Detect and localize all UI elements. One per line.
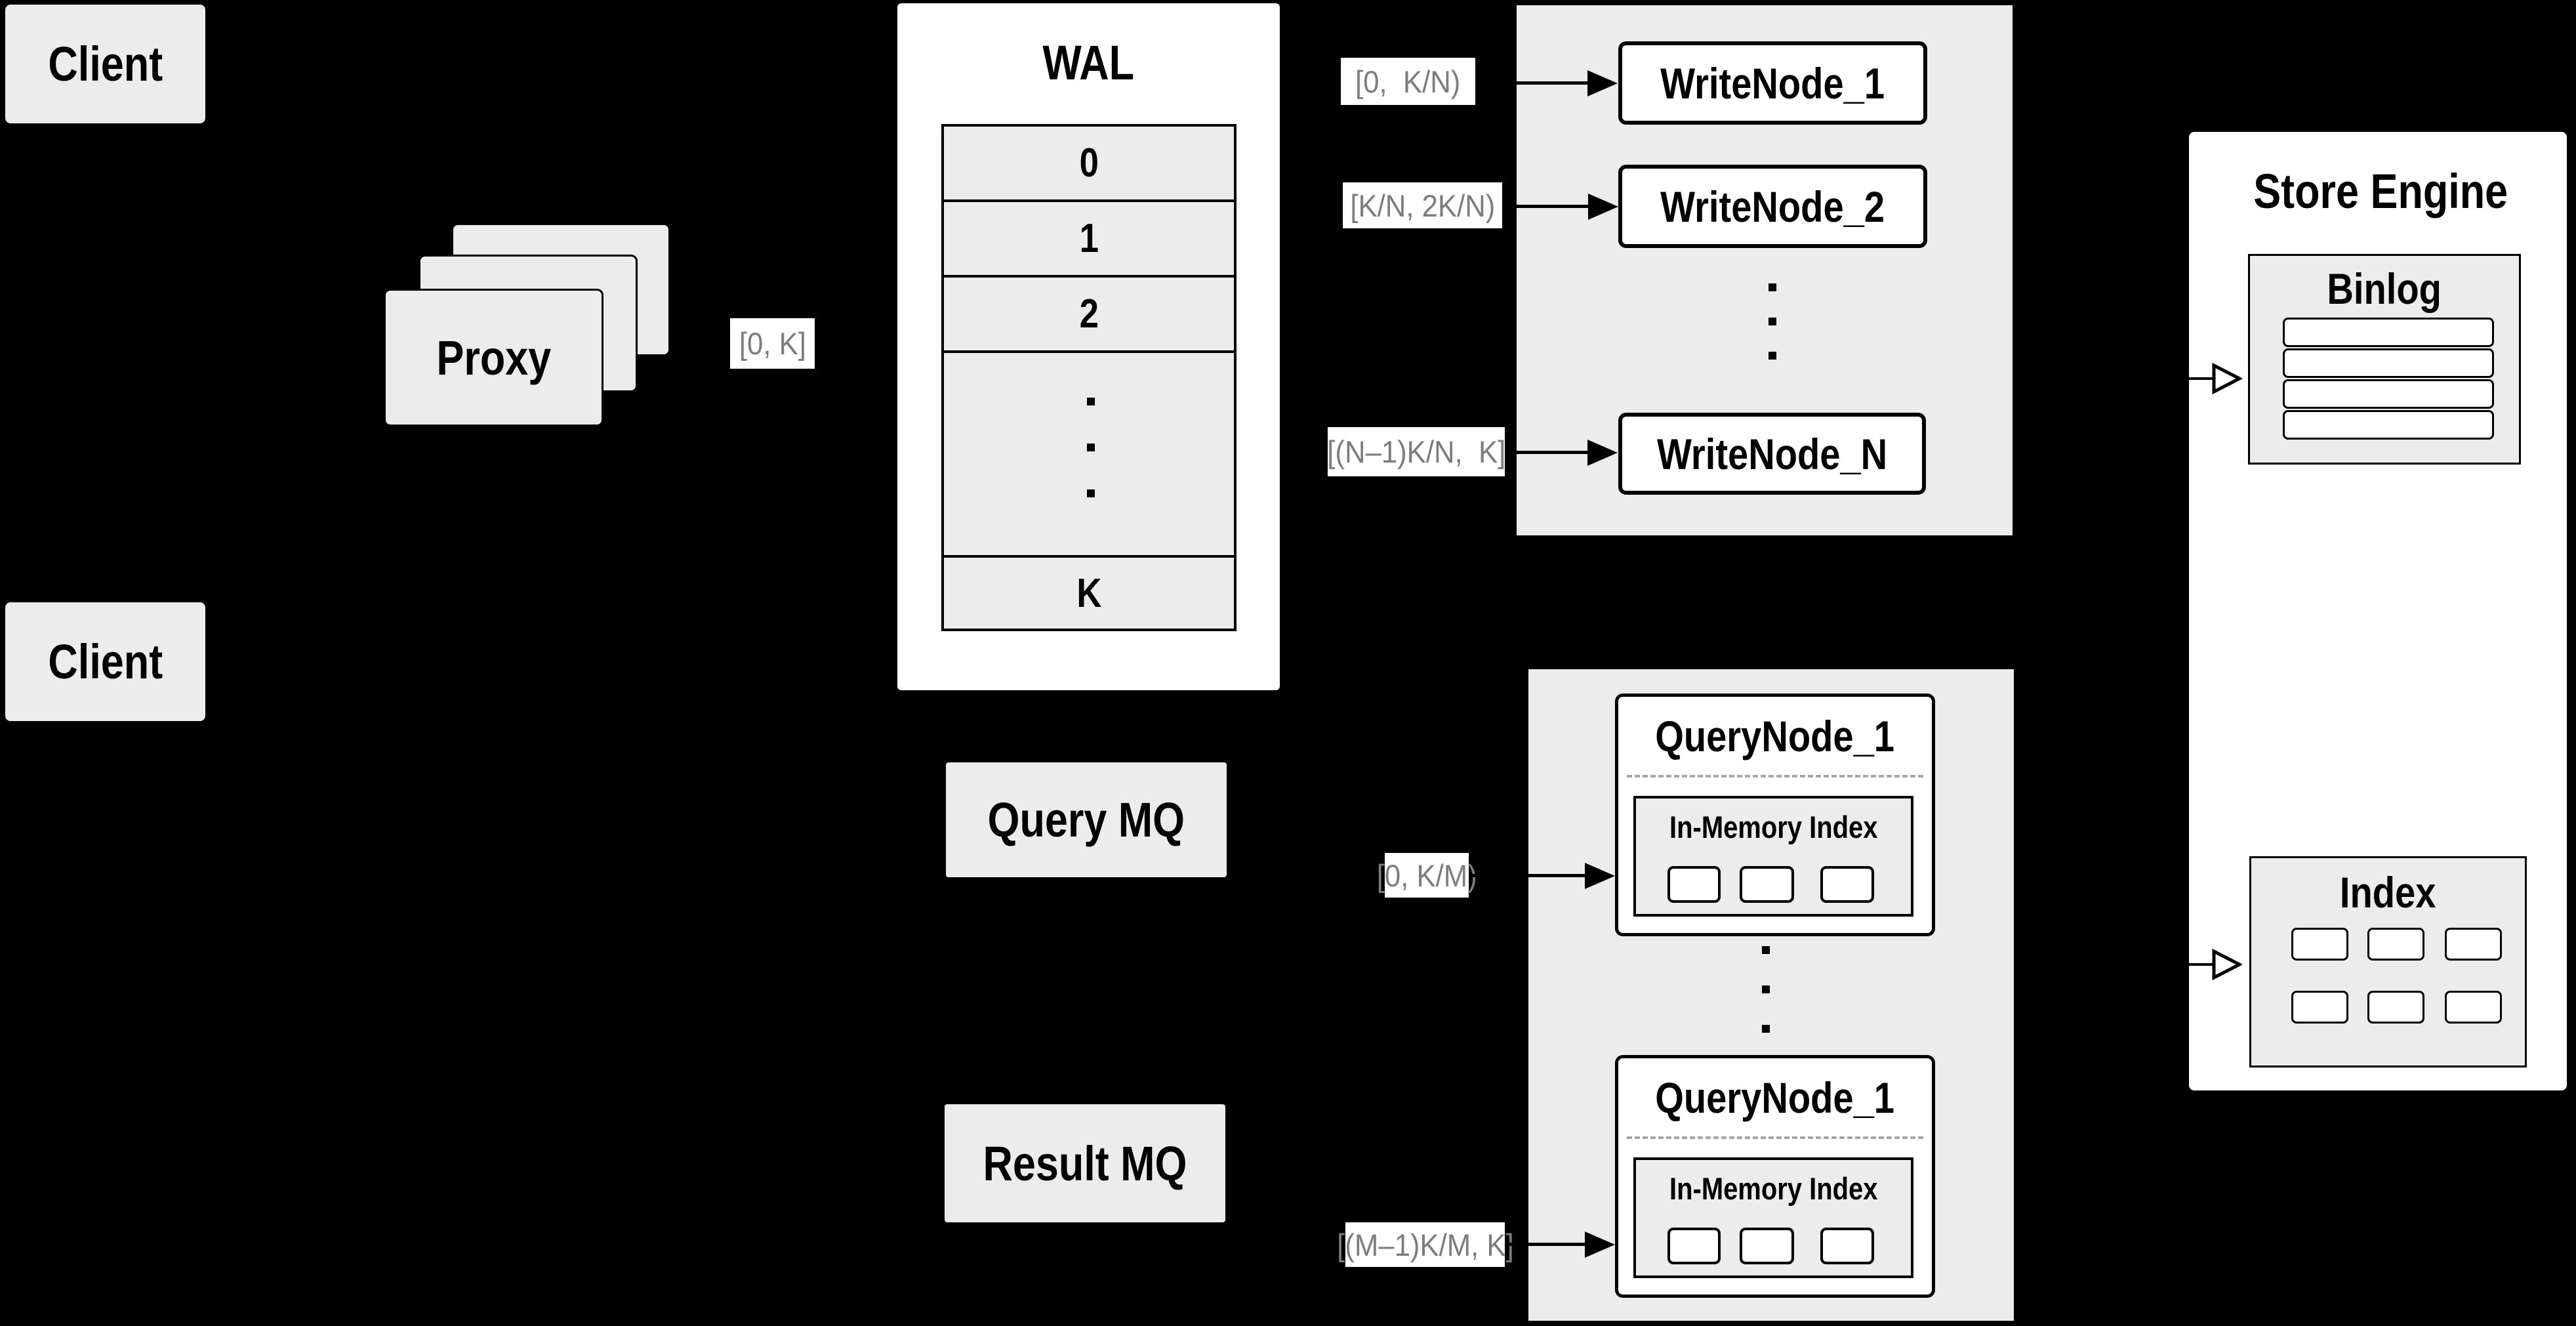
edge-label-proxy-to-wal: [0, K] — [730, 318, 815, 369]
query-node-1-inmemory-box: In-Memory Index — [1633, 796, 1913, 917]
edge-label-write-2: [K/N, 2K/N) — [1343, 182, 1502, 228]
store-engine-title: Store Engine — [2253, 163, 2508, 218]
query-node-2-inmemory-box: In-Memory Index — [1633, 1157, 1913, 1278]
binlog-title: Binlog — [2327, 264, 2442, 313]
edge-label-write-n: [(N–1)K/N, K] — [1327, 427, 1505, 476]
query-mq-node: Query MQ — [946, 762, 1227, 877]
wal-row-k: K — [944, 558, 1234, 629]
binlog-segment — [2283, 348, 2494, 378]
binlog-segment — [2283, 410, 2494, 440]
wal-row-0: 0 — [944, 127, 1234, 202]
proxy-label: Proxy — [436, 330, 551, 385]
client-bottom-node: Client — [5, 602, 205, 721]
arrowhead-binlog-open-icon — [2212, 363, 2242, 394]
client-top-label: Client — [48, 37, 163, 91]
query-node-1: QueryNode_1 In-Memory Index — [1615, 694, 1935, 936]
arrow-to-binlog — [2129, 377, 2214, 380]
index-title: Index — [2340, 868, 2436, 917]
edge-label-query-1: [0, K/M) — [1376, 853, 1477, 898]
index-segment — [2445, 928, 2502, 961]
wal-node: WAL 0 1 2 K — [897, 3, 1280, 690]
wal-table: 0 1 2 K — [941, 124, 1237, 631]
arrowhead-writenode-n-icon — [1587, 440, 1618, 466]
binlog-segment — [2283, 318, 2494, 347]
store-engine-node: Store Engine Binlog Index — [2186, 129, 2569, 1093]
index-segment — [2445, 991, 2502, 1024]
wal-row-ellipsis — [944, 353, 1234, 558]
arrow-wal-to-writenode-n — [1506, 451, 1589, 454]
arrowhead-writenode-1-icon — [1587, 70, 1618, 96]
arrow-to-index — [2129, 963, 2214, 966]
edge-label-write-1: [0, K/N) — [1341, 58, 1475, 105]
wal-title: WAL — [1042, 35, 1135, 90]
write-node-1: WriteNode_1 — [1618, 41, 1927, 125]
binlog-segment — [2283, 379, 2494, 409]
query-node-1-divider — [1627, 775, 1923, 777]
inmemory-segment — [1740, 1228, 1794, 1264]
query-nodes-ellipsis-icon — [1762, 946, 1770, 1033]
query-node-1-title: QueryNode_1 — [1655, 712, 1895, 760]
query-node-2-divider — [1627, 1136, 1923, 1139]
arrow-wal-to-writenode-2 — [1503, 205, 1589, 208]
arrowhead-querynode-2-icon — [1585, 1232, 1615, 1258]
query-node-2: QueryNode_1 In-Memory Index — [1615, 1055, 1935, 1298]
index-segment — [2367, 928, 2424, 961]
index-box: Index — [2249, 856, 2527, 1067]
result-mq-node: Result MQ — [945, 1104, 1225, 1222]
inmemory-segment — [1820, 866, 1874, 903]
write-node-n: WriteNode_N — [1618, 413, 1926, 495]
query-node-2-inmemory-title: In-Memory Index — [1669, 1171, 1878, 1206]
arrowhead-index-open-icon — [2212, 949, 2242, 980]
arrow-wal-to-writenode-1 — [1476, 81, 1589, 85]
arrow-to-querynode-2 — [1506, 1243, 1586, 1246]
wal-row-1: 1 — [944, 202, 1234, 278]
binlog-box: Binlog — [2248, 254, 2521, 465]
client-top-node: Client — [5, 5, 205, 123]
arrowhead-writenode-2-icon — [1588, 194, 1618, 220]
edge-label-query-m: [(M–1)K/M, K] — [1337, 1222, 1513, 1267]
proxy-node: Proxy — [384, 289, 603, 426]
query-node-1-inmemory-title: In-Memory Index — [1669, 809, 1878, 844]
inmemory-segment — [1667, 866, 1721, 903]
index-segment — [2291, 928, 2348, 961]
index-segment — [2367, 991, 2424, 1024]
inmemory-segment — [1820, 1228, 1874, 1264]
write-node-2: WriteNode_2 — [1618, 165, 1927, 248]
query-node-2-title: QueryNode_1 — [1655, 1073, 1895, 1122]
arrowhead-querynode-1-icon — [1585, 863, 1615, 889]
inmemory-segment — [1667, 1228, 1721, 1264]
wal-ellipsis-icon — [1087, 398, 1095, 497]
client-bottom-label: Client — [48, 634, 163, 689]
inmemory-segment — [1740, 866, 1794, 903]
wal-row-2: 2 — [944, 278, 1234, 353]
index-segment — [2291, 991, 2348, 1024]
arrow-to-querynode-1 — [1471, 874, 1586, 877]
write-nodes-ellipsis-icon — [1768, 283, 1776, 360]
